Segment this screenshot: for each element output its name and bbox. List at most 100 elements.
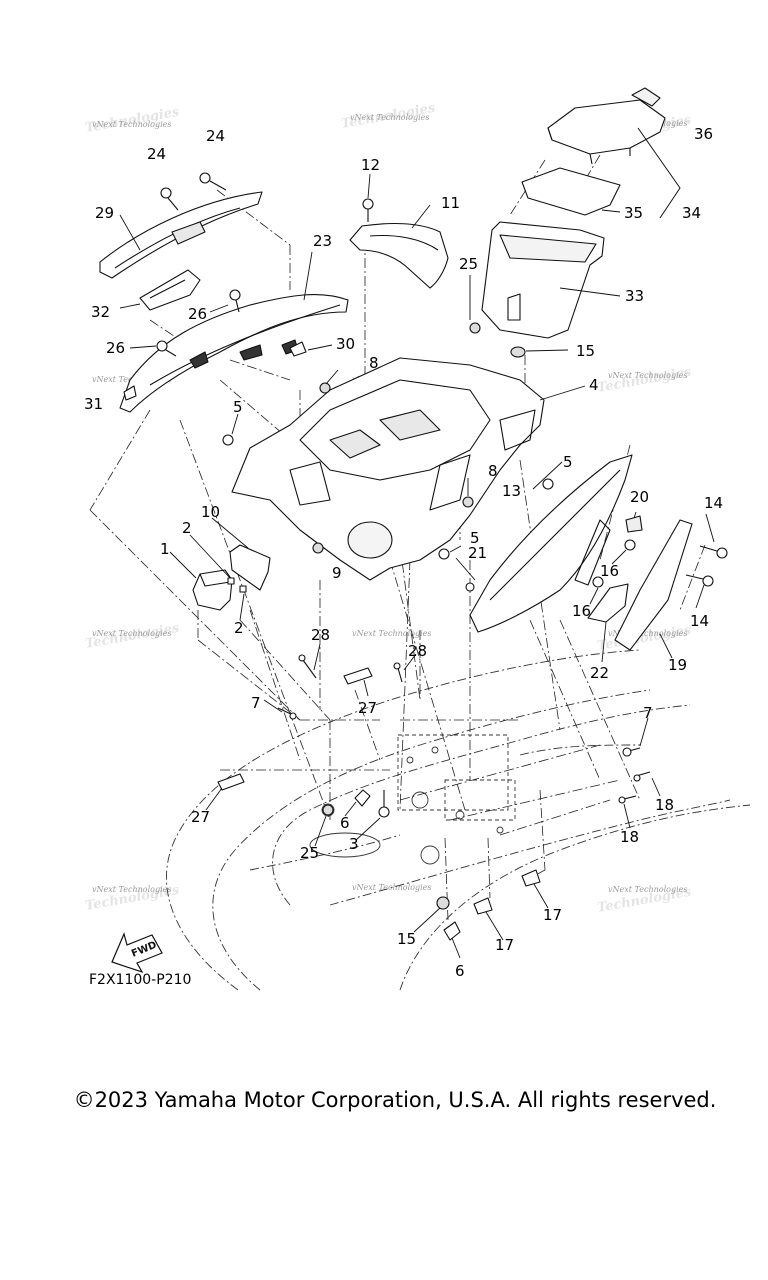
callout-19: 19 (668, 656, 687, 674)
callout-16: 16 (572, 602, 591, 620)
part-5-bolt (222, 434, 554, 560)
callout-32: 32 (91, 303, 110, 321)
part-15-grommet (510, 346, 526, 358)
callout-leaders (119, 173, 715, 959)
part-36-lid (547, 87, 666, 165)
watermark-text: vNext Technologies (608, 885, 687, 894)
callout-28: 28 (311, 626, 330, 644)
part-6-clip (354, 789, 461, 941)
callout-34: 34 (682, 204, 701, 222)
part-25-nut (469, 322, 481, 334)
copyright-notice: ©2023 Yamaha Motor Corporation, U.S.A. A… (73, 1088, 717, 1112)
part-20-clip (625, 515, 643, 533)
callout-35: 35 (624, 204, 643, 222)
part-32-bracket (139, 269, 201, 311)
part-27-clip (217, 667, 373, 791)
callout-10: 10 (201, 503, 220, 521)
watermark-text: vNext Technologies (350, 113, 429, 122)
watermark-text: vNext Technologies (608, 371, 687, 380)
callout-18: 18 (620, 828, 639, 846)
parts (99, 87, 728, 941)
part-8-nut (319, 382, 474, 508)
callout-22: 22 (590, 664, 609, 682)
callout-17: 17 (495, 936, 514, 954)
part-23-handle (119, 294, 349, 413)
callout-36: 36 (694, 125, 713, 143)
callout-27: 27 (358, 699, 377, 717)
callout-21: 21 (468, 544, 487, 562)
part-19-trim (614, 519, 693, 651)
callout-5: 5 (470, 529, 480, 547)
part-26-bolt (156, 289, 241, 357)
part-16-bolt (592, 539, 636, 588)
part-18-rivet (618, 771, 651, 804)
callout-17: 17 (543, 906, 562, 924)
callout-6: 6 (455, 962, 465, 980)
callout-33: 33 (625, 287, 644, 305)
callout-25: 25 (300, 844, 319, 862)
part-33-bin (481, 221, 605, 339)
part-21-screw (465, 582, 475, 592)
part-35-mat (521, 167, 621, 216)
part-22-trim (587, 583, 629, 623)
callout-20: 20 (630, 488, 649, 506)
diagram-reference-code: F2X1100-P210 (89, 972, 192, 988)
part-7-rivet (277, 707, 641, 757)
part-1-block (192, 569, 233, 611)
callout-11: 11 (441, 194, 460, 212)
callout-29: 29 (95, 204, 114, 222)
callout-1: 1 (160, 540, 170, 558)
callout-7: 7 (251, 694, 261, 712)
part-17-bracket (473, 869, 541, 915)
part-24-bolt (160, 172, 227, 211)
callout-26: 26 (188, 305, 207, 323)
part-9-grommet (312, 542, 324, 554)
callout-26: 26 (106, 339, 125, 357)
callout-25: 25 (459, 255, 478, 273)
callout-14: 14 (704, 494, 723, 512)
callout-15: 15 (576, 342, 595, 360)
watermark-text: vNext Technologies (608, 629, 687, 638)
callout-2: 2 (234, 619, 244, 637)
fwd-arrow: FWD (111, 932, 163, 974)
part-12-screw (362, 198, 374, 222)
callout-5: 5 (233, 398, 243, 416)
callout-16: 16 (600, 562, 619, 580)
callout-31: 31 (84, 395, 103, 413)
svg-text:Technologies: Technologies (596, 365, 693, 396)
bracket-34 (637, 127, 681, 219)
part-14-bolt (685, 545, 728, 587)
watermark-text: vNext Technologies (352, 629, 431, 638)
callout-24: 24 (206, 127, 225, 145)
callout-numbers: 1 2 2 3 4 5 5 5 6 6 7 7 8 8 9 10 11 12 1… (84, 125, 723, 980)
part-25-washer (322, 804, 334, 816)
callout-12: 12 (361, 156, 380, 174)
callout-5: 5 (563, 453, 573, 471)
part-2-clip (227, 577, 247, 593)
part-3-screw (378, 790, 390, 818)
callout-9: 9 (332, 564, 342, 582)
callout-8: 8 (369, 354, 379, 372)
callout-23: 23 (313, 232, 332, 250)
callout-8: 8 (488, 462, 498, 480)
callout-18: 18 (655, 796, 674, 814)
callout-6: 6 (340, 814, 350, 832)
callout-27: 27 (191, 808, 210, 826)
part-13-side-panel (469, 454, 633, 633)
part-4-rear-body (231, 357, 545, 581)
part-30-clip (289, 341, 307, 357)
part-15-grommet-low (436, 896, 450, 910)
callout-24: 24 (147, 145, 166, 163)
callout-14: 14 (690, 612, 709, 630)
callout-7: 7 (643, 704, 653, 722)
callout-4: 4 (589, 376, 599, 394)
parts-diagram: Technologies vNext Technologies Technolo… (84, 87, 751, 991)
callout-28: 28 (408, 642, 427, 660)
part-29-cover (99, 191, 263, 279)
callout-3: 3 (349, 835, 359, 853)
hull-outline (166, 649, 751, 991)
callout-15: 15 (397, 930, 416, 948)
callout-13: 13 (502, 482, 521, 500)
part-31-clip (123, 385, 137, 401)
part-11-cover (349, 223, 449, 289)
